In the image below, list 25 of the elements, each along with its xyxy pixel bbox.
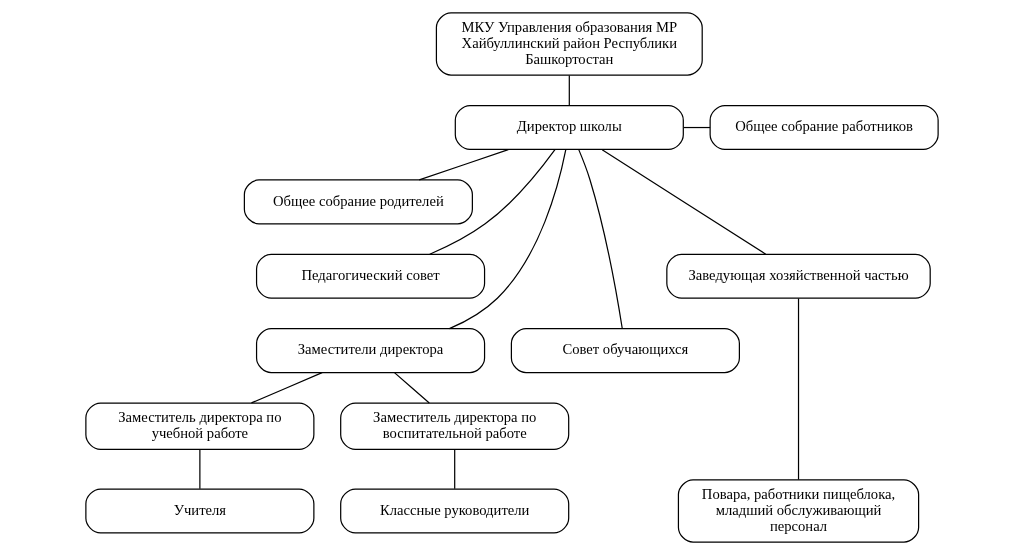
connector [429,149,556,255]
connector [601,149,767,255]
node-box: Повара, работники пищеблока, младший обслуживающий персонал [677,479,920,543]
node-box: Заведующая хозяйственной частью [666,253,931,299]
node-box: Учителя [85,488,315,534]
connector [250,372,323,404]
node-box: Заместитель директора по учебной работе [85,402,315,451]
node-box: МКУ Управления образования МР Хайбуллинский район Республики Башкортостан [435,12,703,76]
connector [454,448,456,490]
node-box: Педагогический совет [255,253,486,299]
node-box: Заместитель директора по воспитательной работе [340,402,570,451]
connector [797,297,800,481]
connector [418,148,509,181]
connector [578,149,623,329]
connector [393,372,430,404]
node-box: Общее собрание работников [709,105,939,151]
node-box: Директор школы [454,105,684,151]
connector [568,74,570,106]
node-box: Заместители директора [255,328,486,374]
node-box: Общее собрание родителей [243,179,473,225]
connector [199,448,201,490]
node-box: Классные руководители [340,488,570,534]
connector [683,126,711,129]
connector [448,149,567,330]
node-box: Совет обучающихся [510,328,740,374]
